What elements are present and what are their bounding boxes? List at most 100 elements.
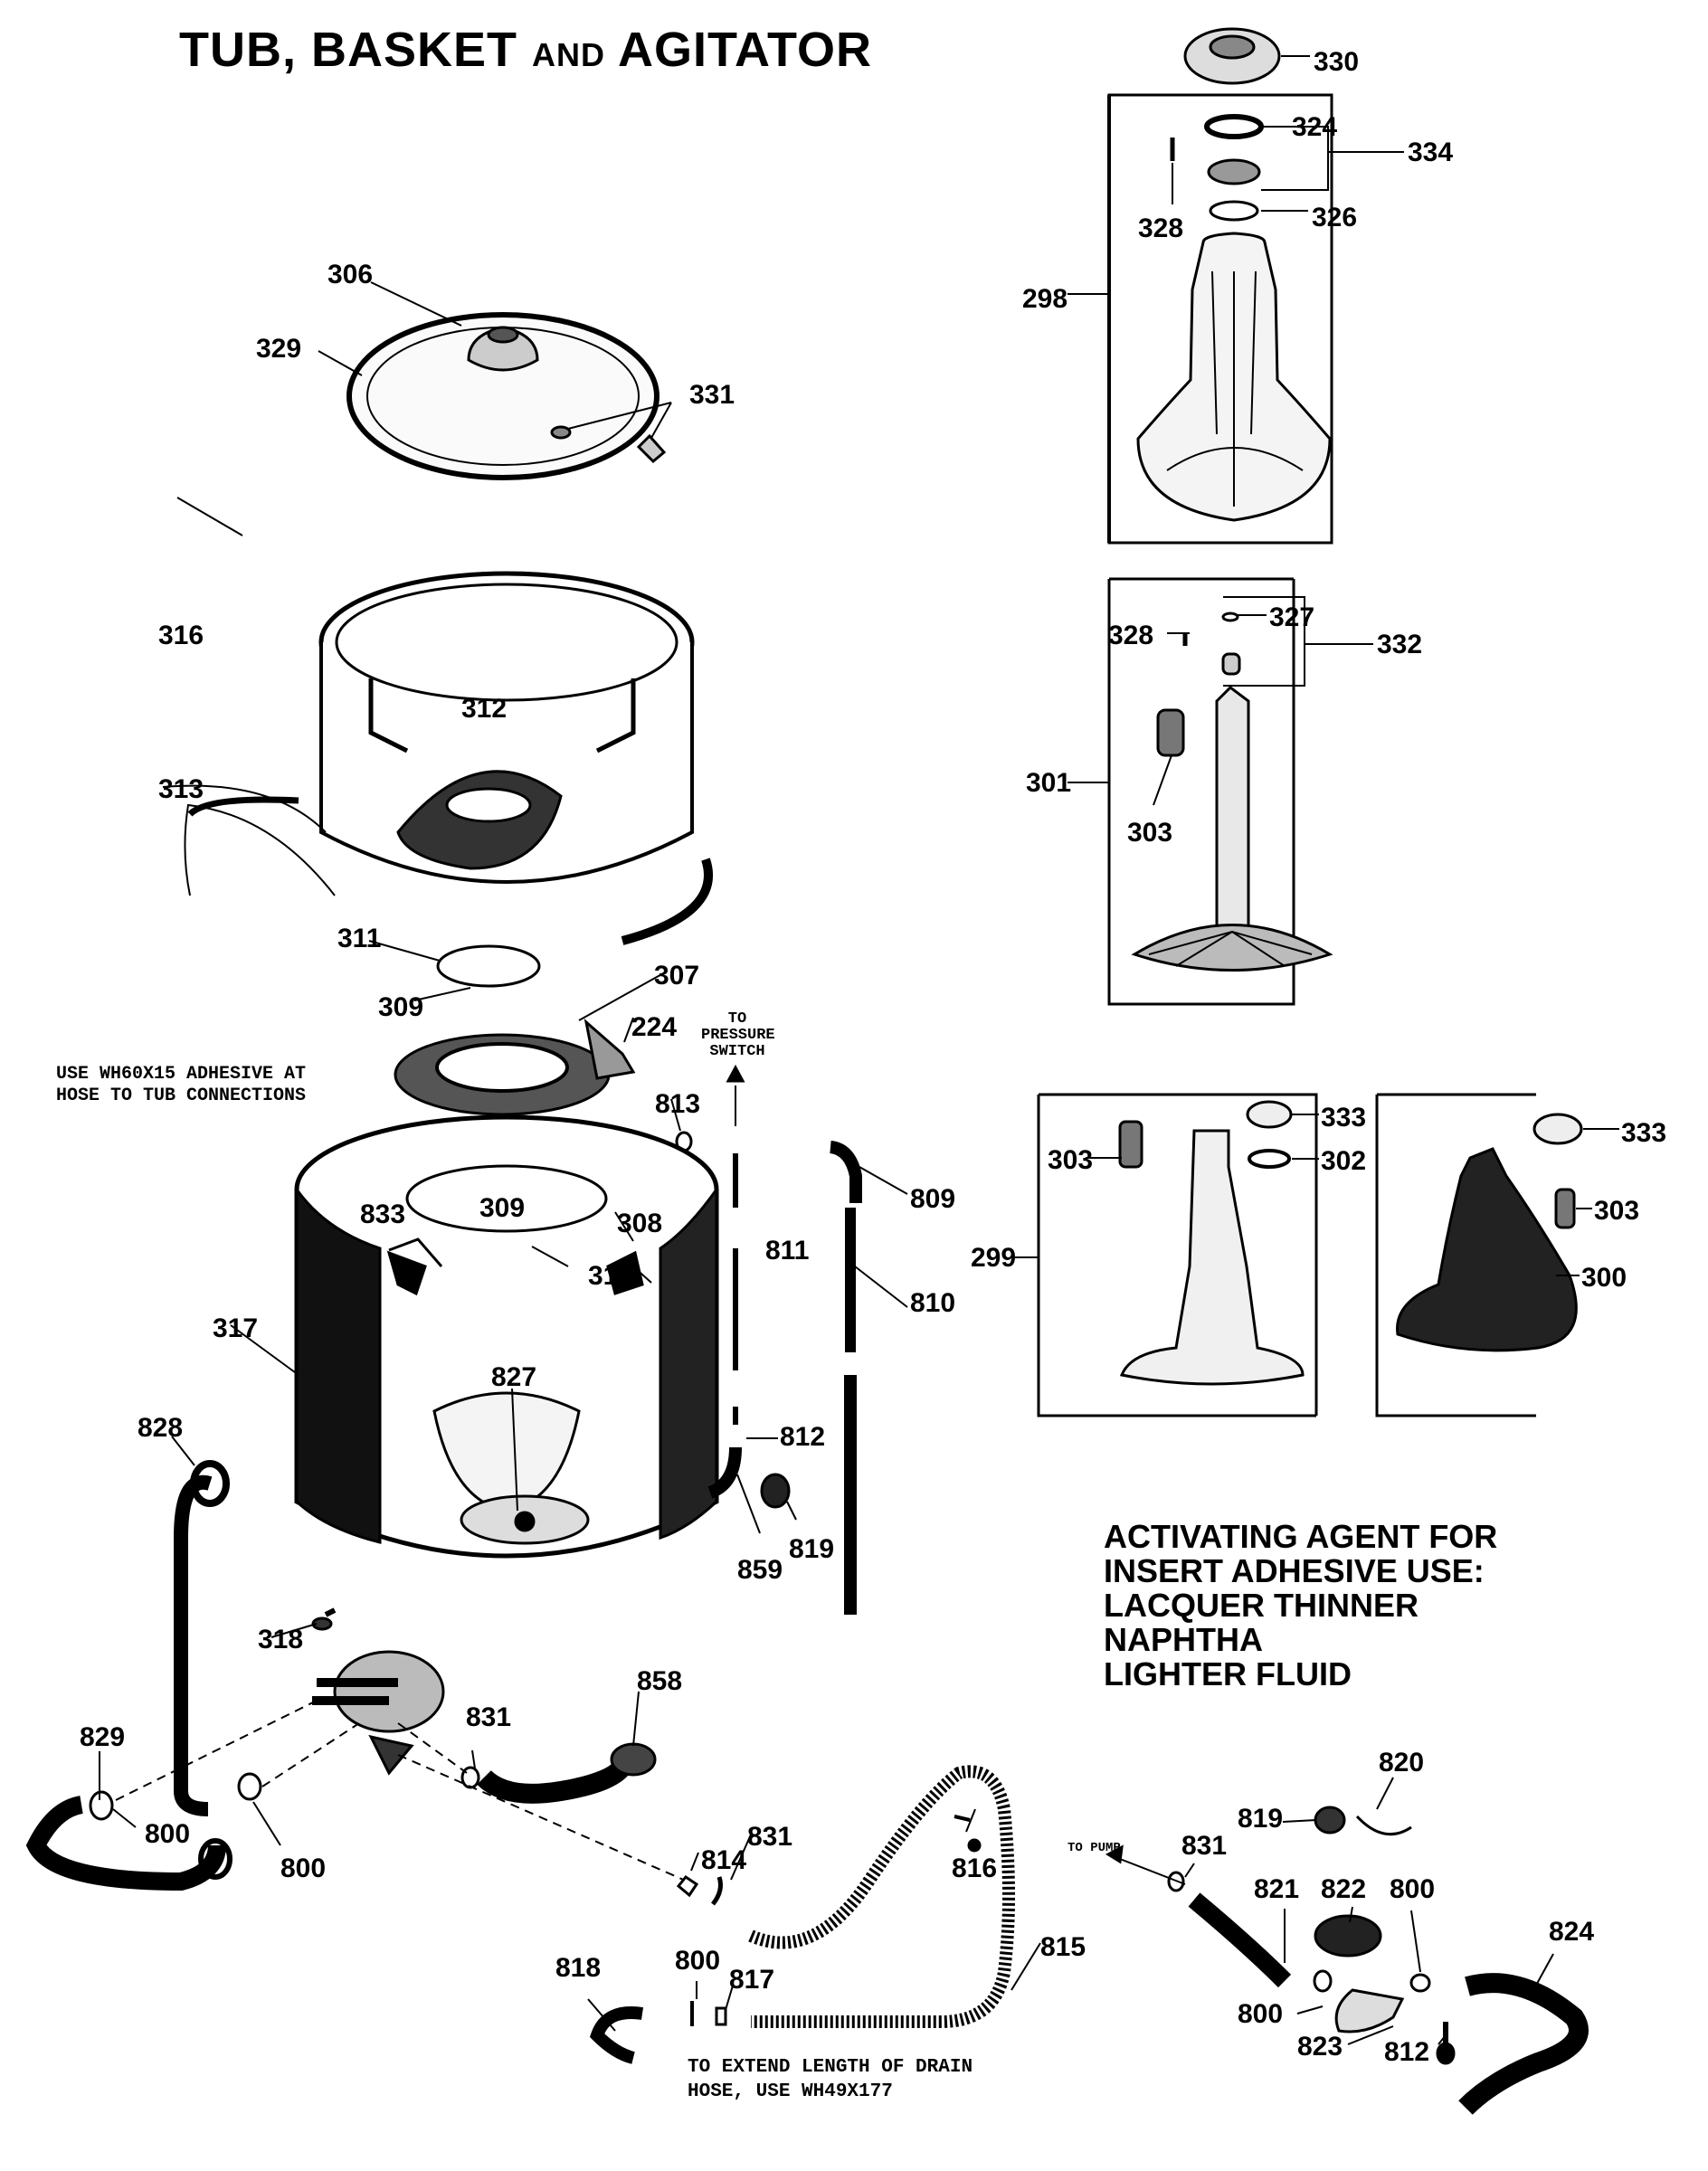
drain-hose-815 [587,1765,1041,2064]
seal-307 [394,972,666,1116]
tub-317 [230,1114,719,1617]
label-306: 306 [327,260,373,289]
label-810: 810 [910,1288,955,1318]
title-and: AND [532,36,606,73]
agitator-299-part [1119,1129,1305,1386]
label-828: 828 [138,1413,183,1443]
label-326: 326 [1312,203,1357,232]
label-816: 816 [952,1853,997,1883]
label-303-middle: 303 [1048,1145,1093,1175]
label-814: 814 [701,1845,746,1875]
activating-agent-note: ACTIVATING AGENT FOR INSERT ADHESIVE USE… [1104,1520,1497,1692]
pump-assembly [270,1616,688,1882]
pressure-hoses [670,1064,908,1615]
title-tail: AGITATOR [618,23,872,77]
label-822: 822 [1321,1874,1366,1904]
label-831-a: 831 [466,1702,511,1732]
title-main: TUB, BASKET [179,23,517,77]
agitator-300-part [1396,1147,1578,1352]
label-308: 308 [617,1209,662,1238]
label-298: 298 [1022,284,1068,314]
agent-line-5: LIGHTER FLUID [1104,1655,1352,1692]
label-813: 813 [655,1089,700,1119]
label-299: 299 [971,1243,1016,1273]
label-800-a: 800 [145,1819,190,1849]
dogs-334-part [1207,158,1261,185]
label-303-right: 303 [1594,1196,1639,1226]
label-324: 324 [1292,112,1337,142]
label-817: 817 [729,1965,774,1995]
label-831-c: 831 [1181,1831,1227,1861]
clip-326-part [1209,200,1259,222]
label-800-e: 800 [1238,1999,1283,2029]
hoses-828-829 [25,1436,381,1891]
label-328-mid: 328 [1108,621,1153,650]
label-824: 824 [1549,1917,1594,1947]
agent-line-4: NAPHTHA [1104,1621,1263,1658]
label-328-top: 328 [1138,213,1183,243]
label-809: 809 [910,1184,955,1214]
label-800-d: 800 [1390,1874,1435,1904]
ring-324-part [1204,114,1264,139]
agent-line-3: LACQUER THINNER [1104,1587,1419,1624]
label-331: 331 [689,380,735,410]
label-818: 818 [555,1953,601,1983]
label-858: 858 [637,1666,682,1696]
label-333-left: 333 [1321,1103,1366,1133]
label-333-right: 333 [1621,1118,1666,1148]
label-312: 312 [461,694,507,724]
label-330: 330 [1314,47,1359,77]
label-309-upper: 309 [378,992,423,1022]
label-329: 329 [256,334,301,364]
label-833: 833 [360,1199,405,1229]
agent-line-1: ACTIVATING AGENT FOR [1104,1518,1498,1555]
label-819-upper: 819 [789,1534,834,1564]
adhesive-note: USE WH60X15 ADHESIVE AT HOSE TO TUB CONN… [56,1064,307,1106]
label-224: 224 [631,1012,677,1042]
pump-hoses-right [1105,1777,1589,2115]
agitator-300-group [1375,1093,1619,1417]
label-800-b: 800 [280,1853,326,1883]
agitator-298-group [1068,27,1404,545]
label-317: 317 [213,1313,258,1343]
agitator-301-group [1068,577,1373,1006]
impeller-301-part [1131,924,1333,972]
basket-316 [162,497,714,945]
ring-311-part [436,944,541,988]
tub-cover-329 [318,281,672,480]
label-332: 332 [1377,630,1422,659]
label-300: 300 [1581,1263,1627,1293]
label-334: 334 [1408,137,1453,167]
label-327: 327 [1269,602,1314,632]
label-831-b: 831 [747,1822,792,1852]
label-815: 815 [1040,1932,1086,1962]
label-821: 821 [1254,1874,1299,1904]
label-819-lower: 819 [1238,1804,1283,1834]
label-310: 310 [588,1261,633,1291]
label-829: 829 [80,1722,125,1752]
label-303-upper: 303 [1127,818,1172,848]
label-820: 820 [1379,1748,1424,1778]
pressure-switch-note: TO PRESSURE SWITCH [701,1010,775,1060]
label-827: 827 [491,1362,536,1392]
label-302: 302 [1321,1146,1366,1176]
label-318: 318 [258,1625,303,1654]
label-800-c: 800 [675,1946,720,1976]
label-812-upper: 812 [780,1422,825,1452]
agent-line-2: INSERT ADHESIVE USE: [1104,1552,1485,1589]
cap-303-part [1156,708,1185,757]
diagram-title: TUB, BASKET AND AGITATOR [179,22,872,78]
label-309-lower: 309 [479,1193,525,1223]
label-307: 307 [654,961,699,991]
extend-hose-note: TO EXTEND LENGTH OF DRAIN HOSE, USE WH49… [688,2057,973,2102]
label-311: 311 [337,924,381,953]
to-pump-note: TO PUMP [1068,1841,1121,1855]
shaft-301-part [1215,686,1250,929]
label-316: 316 [158,621,204,650]
agitator-299-group [1013,1093,1319,1417]
label-811: 811 [765,1236,809,1266]
label-301: 301 [1026,768,1071,798]
label-313: 313 [158,774,204,804]
